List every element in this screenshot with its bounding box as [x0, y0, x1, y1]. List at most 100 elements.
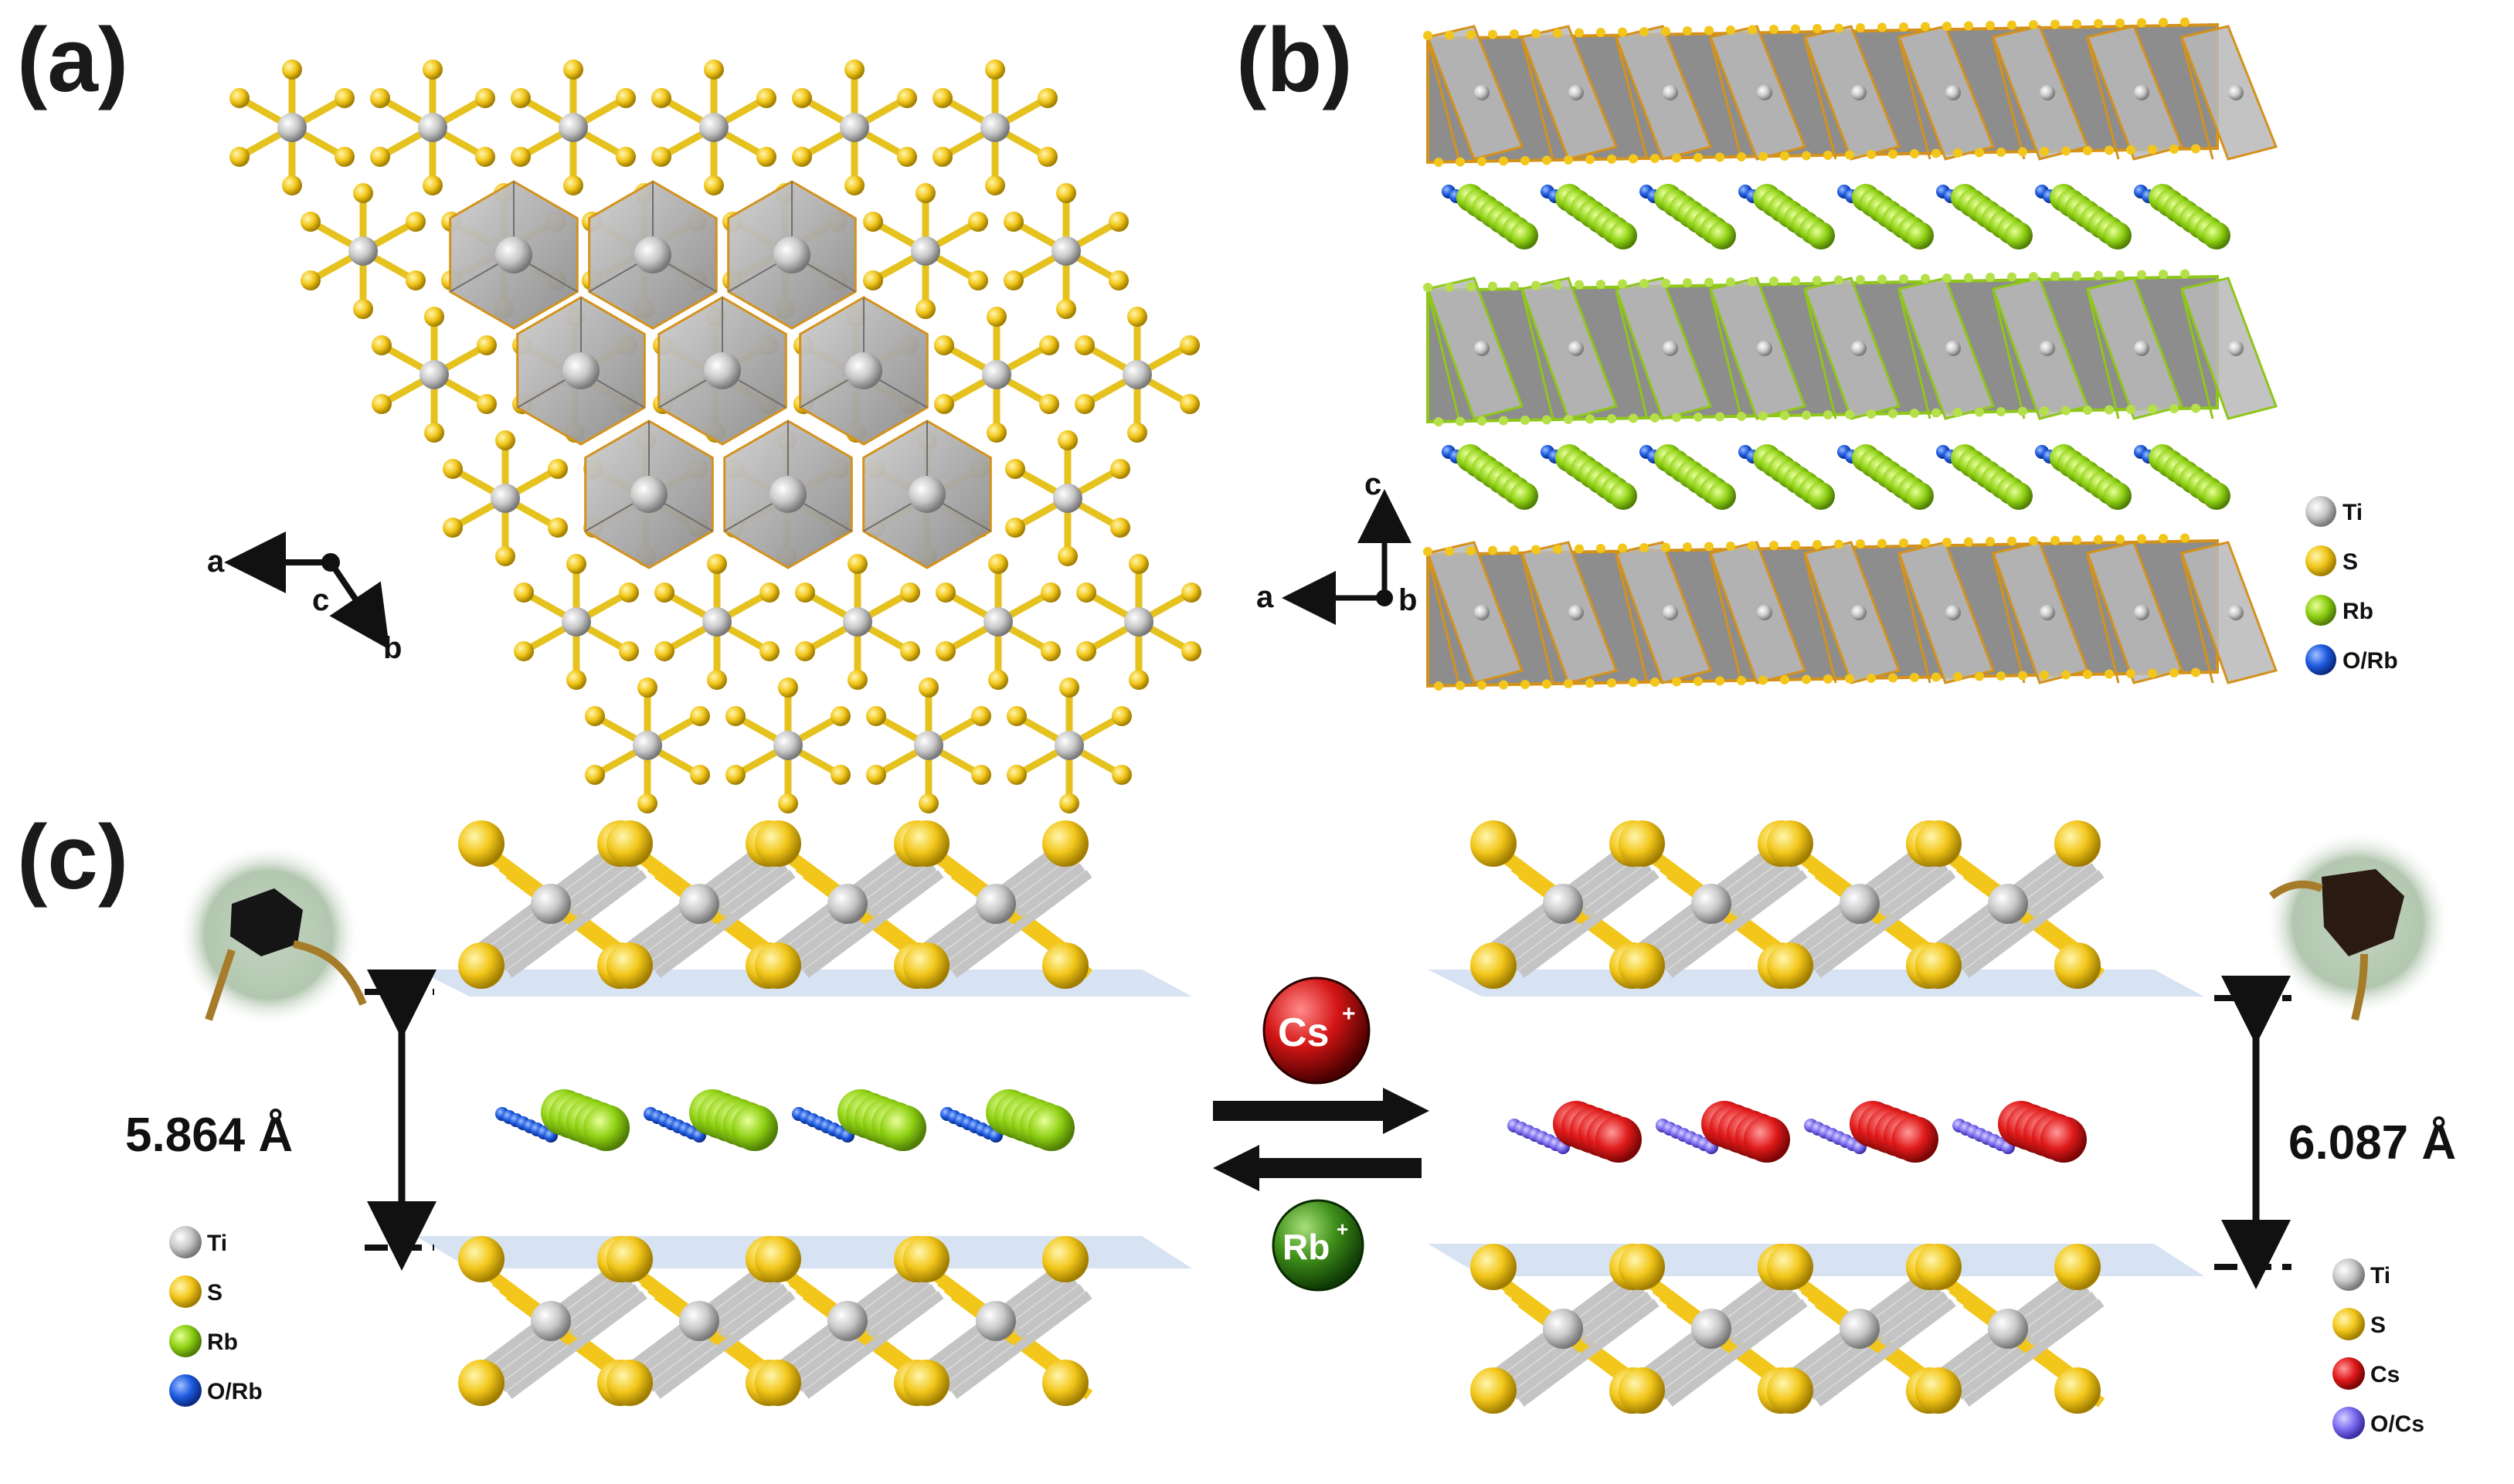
ti-s-bond: [951, 1291, 1092, 1399]
ti-atom: [840, 113, 869, 142]
s-atom: [1931, 148, 1941, 158]
s-atom: [1039, 335, 1059, 355]
s-atom: [423, 175, 443, 195]
s-atom: [704, 59, 724, 80]
s-atom: [1888, 673, 1897, 683]
s-atom: [1915, 942, 1962, 989]
ti-atom: [1543, 1309, 1583, 1349]
s-atom: [1470, 1367, 1517, 1414]
s-atom: [1110, 518, 1130, 538]
legend-label: Cs: [2370, 1362, 2400, 1387]
s-atom: [1802, 674, 1811, 684]
ti-atom: [1663, 605, 1678, 620]
s-atom: [2072, 271, 2081, 280]
ti-atom: [679, 1301, 719, 1341]
ti-atom: [562, 352, 600, 389]
ti-atom: [1945, 85, 1961, 100]
s-atom: [1456, 416, 1465, 426]
s-atom: [936, 582, 956, 603]
ti-atom: [1663, 85, 1678, 100]
legend-swatch: [2305, 595, 2336, 626]
ti-atom: [2040, 85, 2055, 100]
ti-atom: [679, 884, 719, 924]
ti-atom: [634, 236, 671, 273]
ti-atom: [1988, 884, 2028, 924]
s-atom: [1059, 677, 1079, 698]
s-atom: [2094, 19, 2103, 29]
s-atom: [1434, 158, 1443, 167]
ti-atom: [1568, 85, 1584, 100]
s-atom: [1109, 270, 1129, 290]
s-atom: [1845, 409, 1854, 419]
s-atom: [1004, 270, 1024, 290]
axis-a-label: a: [1256, 580, 1274, 614]
slab-edge: [1709, 38, 1743, 160]
ti-atom: [277, 113, 307, 142]
s-atom: [1986, 21, 1995, 30]
ti-atom: [911, 236, 940, 266]
s-atom: [1953, 408, 1962, 417]
s-atom: [548, 459, 568, 479]
s-atom: [2180, 533, 2190, 543]
s-atom: [566, 554, 586, 574]
s-atom: [1181, 641, 1201, 661]
s-atom: [1607, 155, 1616, 164]
s-atom: [2180, 269, 2190, 279]
s-atom: [353, 183, 373, 203]
ti-atom: [827, 884, 868, 924]
s-atom: [1042, 1236, 1089, 1282]
s-atom: [1921, 538, 1930, 548]
s-atom: [916, 299, 936, 319]
ti-atom: [2228, 605, 2244, 620]
s-atom: [637, 677, 657, 698]
s-atom: [282, 175, 302, 195]
s-atom: [1488, 545, 1497, 555]
s-atom: [1042, 942, 1089, 989]
s-atom: [1499, 680, 1508, 690]
ti-atom: [1568, 341, 1584, 356]
s-atom: [897, 147, 917, 167]
s-atom: [1531, 280, 1541, 290]
s-atom: [934, 335, 954, 355]
s-atom: [1531, 29, 1541, 39]
s-atom: [1694, 413, 1703, 422]
ti-atom: [1691, 884, 1731, 924]
legend-swatch: [2332, 1357, 2365, 1390]
s-atom: [2054, 820, 2101, 867]
s-atom: [1953, 148, 1962, 158]
s-atom: [1042, 1360, 1089, 1406]
slab-edge: [1426, 290, 1460, 419]
s-atom: [1802, 151, 1811, 161]
slab-edge: [1520, 38, 1554, 160]
s-atom: [1058, 430, 1078, 450]
s-atom: [1726, 25, 1735, 35]
rb-intercalated-structure: [416, 820, 1192, 1406]
s-atom: [229, 88, 250, 108]
s-atom: [1899, 274, 1908, 284]
s-atom: [2159, 18, 2168, 27]
slab-edge: [1520, 290, 1554, 419]
s-atom: [1445, 30, 1454, 40]
s-atom: [619, 641, 639, 661]
s-atom: [1445, 546, 1454, 556]
s-atom: [654, 582, 674, 603]
slab-edge: [1520, 554, 1554, 684]
ti-s-bond: [803, 870, 944, 978]
s-atom: [1856, 275, 1865, 284]
s-atom: [2050, 271, 2060, 281]
slab-edge: [1426, 38, 1460, 160]
ti-s-bond: [803, 1291, 944, 1399]
left-distance-marker: 5.864 Å: [125, 970, 437, 1271]
rb-atom: [2005, 482, 2033, 510]
s-atom: [637, 793, 657, 813]
ti-atom: [2134, 341, 2149, 356]
s-atom: [756, 88, 776, 108]
s-atom: [2072, 535, 2081, 545]
s-atom: [616, 147, 636, 167]
rb-atom: [880, 1105, 926, 1151]
s-atom: [1661, 278, 1670, 288]
slab-edge: [2086, 554, 2120, 684]
